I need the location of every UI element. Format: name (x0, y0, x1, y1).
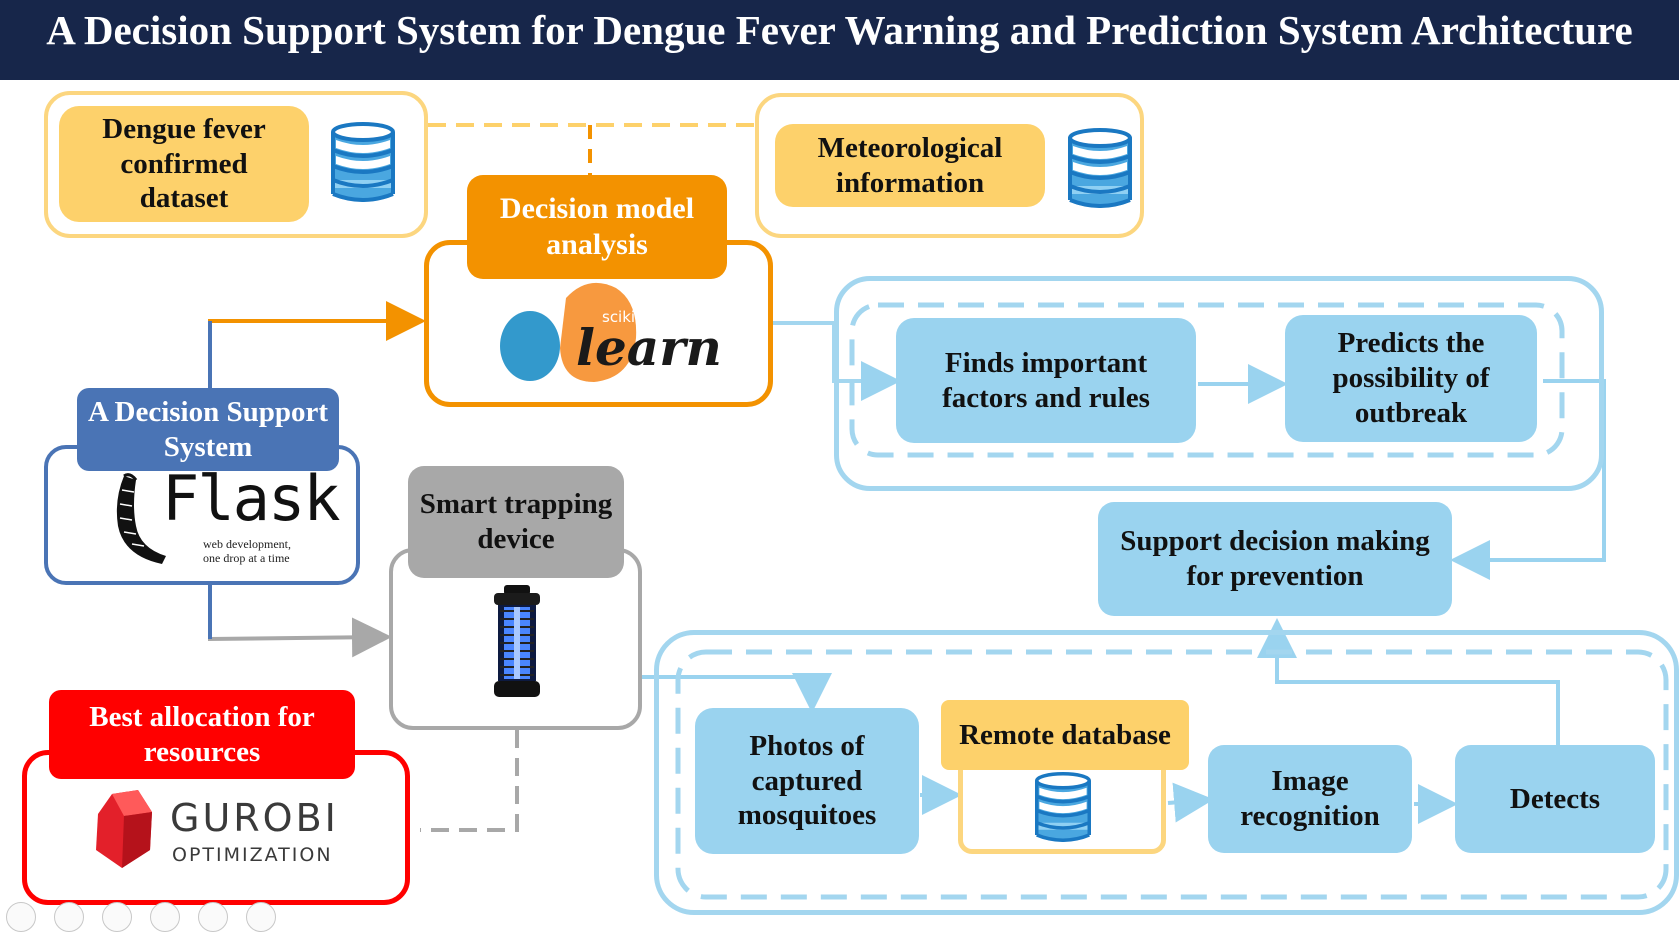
page-title: A Decision Support System for Dengue Fev… (46, 7, 1633, 53)
image-pipeline-frame (654, 630, 1679, 915)
predicts-box: Predicts the possibility of outbreak (1285, 315, 1537, 442)
title-bar (0, 0, 1679, 80)
scikit-learn-text: learn (576, 318, 722, 377)
dss-box: A Decision Support System (77, 388, 339, 471)
pen-control[interactable] (102, 902, 132, 932)
meteorological-box: Meteorological information (775, 124, 1045, 207)
gurobi-logo: GUROBI OPTIMIZATION (92, 790, 352, 880)
slides-control[interactable] (150, 902, 180, 932)
next-slide-control[interactable] (54, 902, 84, 932)
zoom-control[interactable] (198, 902, 228, 932)
dengue-dataset-box: Dengue fever confirmed dataset (59, 106, 309, 222)
best-allocation-box: Best allocation for resources (49, 690, 355, 779)
support-decision-box: Support decision making for prevention (1098, 502, 1452, 616)
remote-db-box: Remote database (941, 700, 1189, 770)
database-icon (1035, 772, 1091, 842)
analysis-region-frame (834, 276, 1604, 491)
dengue-dataset-frame (44, 91, 428, 238)
smart-trap-box: Smart trapping device (408, 466, 624, 578)
database-icon (331, 122, 395, 202)
scikit-learn-logo: scikit learn (498, 278, 722, 384)
flask-word: Flask (162, 462, 341, 535)
image-recognition-box: Image recognition (1208, 745, 1412, 853)
detects-box: Detects (1455, 745, 1655, 853)
flask-horn-icon (116, 473, 166, 564)
bug-zapper-icon (494, 585, 540, 697)
meteorological-frame (755, 93, 1144, 238)
finds-factors-box: Finds important factors and rules (896, 318, 1196, 443)
prev-slide-control[interactable] (6, 902, 36, 932)
decision-model-box: Decision model analysis (467, 175, 727, 279)
database-icon (1068, 128, 1132, 208)
flask-tagline-2: one drop at a time (203, 551, 290, 565)
scikit-small-text: scikit (602, 308, 641, 326)
more-options-control[interactable] (246, 902, 276, 932)
gurobi-word: GUROBI (170, 796, 339, 840)
flask-tagline-1: web development, (203, 537, 291, 551)
photos-box: Photos of captured mosquitoes (695, 708, 919, 854)
flask-logo: Flask web development, one drop at a tim… (110, 462, 341, 570)
gurobi-subtitle: OPTIMIZATION (172, 844, 333, 866)
gurobi-cube-icon (96, 790, 152, 868)
